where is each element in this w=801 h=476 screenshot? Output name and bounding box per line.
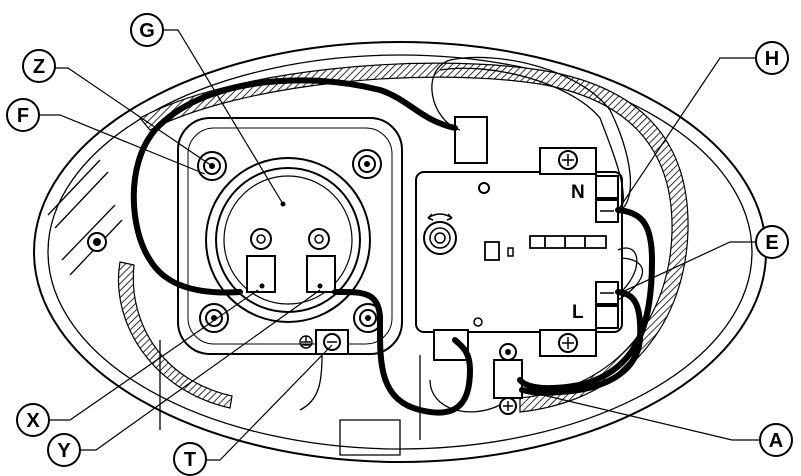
- insulation-band-left: [118, 261, 233, 409]
- thermostat-adjust-knob: [423, 213, 457, 255]
- thermostat-slide: [529, 235, 607, 249]
- terminal-label-n: N: [571, 182, 585, 203]
- thermostat-reset-button: [484, 241, 500, 261]
- callout-g: G: [130, 13, 164, 47]
- callout-label: E: [765, 232, 778, 254]
- callout-e: E: [755, 225, 789, 259]
- callout-label: Y: [57, 440, 71, 462]
- earth-terminal: [315, 329, 349, 355]
- callout-label: Z: [33, 56, 45, 78]
- thick-wires: [130, 77, 656, 416]
- callout-label: H: [765, 48, 779, 70]
- terminal-label-l: L: [572, 302, 584, 323]
- element-terminal-right: [306, 228, 336, 293]
- thermostat-indicator: [507, 247, 514, 257]
- cable-clamp-screw-top: [499, 343, 517, 361]
- live-terminal: [595, 281, 619, 329]
- heating-element-plate-inner: [187, 127, 393, 345]
- callout-label: F: [17, 105, 29, 127]
- callout-h: H: [755, 41, 789, 75]
- callout-z: Z: [22, 49, 56, 83]
- callout-leaders: [38, 29, 760, 461]
- callout-label: A: [769, 430, 783, 452]
- neutral-terminal: [595, 175, 619, 223]
- thermostat-body: [415, 171, 623, 333]
- callout-y: Y: [47, 433, 81, 467]
- thermostat-top-screw: [558, 150, 578, 170]
- callout-label: T: [184, 449, 196, 471]
- plate-bolt-top-right: [352, 149, 382, 179]
- tank-wall: [159, 340, 421, 456]
- callout-x: X: [16, 403, 50, 437]
- cable-clamp-screw-bottom: [499, 397, 517, 415]
- callout-label: X: [26, 410, 40, 432]
- left-mounting-screw: [87, 232, 107, 252]
- callout-label: G: [139, 20, 155, 42]
- element-terminal-left: [246, 228, 276, 293]
- callout-f: F: [6, 98, 40, 132]
- callout-a: A: [759, 423, 793, 457]
- callout-t: T: [173, 442, 207, 476]
- earth-symbol: [299, 335, 313, 349]
- thermostat-bottom-screw: [558, 333, 578, 353]
- thermostat-pivot: [478, 182, 490, 194]
- thermostat-bottom-dot: [473, 317, 483, 327]
- top-wire-connector: [454, 116, 488, 164]
